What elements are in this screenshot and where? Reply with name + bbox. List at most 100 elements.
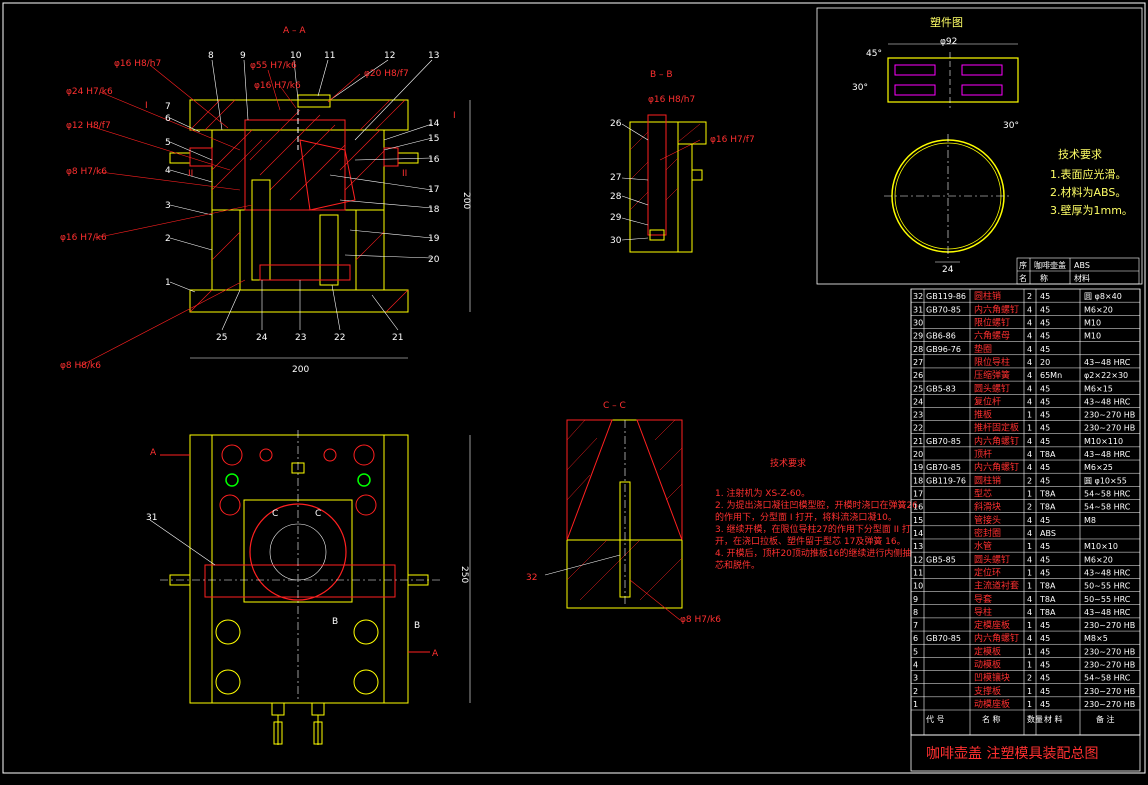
bom-cell-material: ABS	[1040, 529, 1056, 538]
fit-label-7: φ55 H7/k6	[250, 61, 297, 71]
bom-cell-name: 顶杆	[974, 448, 992, 460]
bom-cell-name: 水管	[974, 540, 992, 552]
bb-balloon-27: 27	[610, 173, 621, 183]
tech-req-7: 芯和脱件。	[715, 559, 760, 571]
bom-cell-remark: 50~55 HRC	[1084, 595, 1131, 604]
bom-cell-name: 密封圈	[974, 527, 1001, 539]
bom-cell-qty: 4	[1027, 595, 1032, 604]
bom-cell-remark: 230~270 HB	[1084, 687, 1135, 696]
bom-cell-name: 型芯	[974, 488, 992, 500]
bom-cell-code: GB5-85	[926, 555, 956, 564]
bom-cell-material: 45	[1040, 411, 1050, 420]
bom-cell-no: 18	[913, 476, 923, 485]
bom-cell-name: 内六角螺钉	[974, 461, 1019, 473]
bom-cell-name: 圆柱销	[974, 290, 1001, 302]
bom-cell-no: 31	[913, 305, 923, 314]
bom-cell-code: GB5-83	[926, 384, 956, 393]
tech-req-2: 2. 为提出浇口凝往凹模型腔，开模时浇口在弹簧26	[715, 499, 918, 511]
bom-cell-no: 2	[913, 687, 918, 696]
bom-cell-remark: 43~48 HRC	[1084, 568, 1131, 577]
plan-mark-a-bottom: A	[432, 649, 439, 659]
bom-cell-remark: 43~48 HRC	[1084, 608, 1131, 617]
bom-cell-material: 45	[1040, 700, 1050, 709]
bom-cell-material: 45	[1040, 384, 1050, 393]
bom-cell-qty: 2	[1027, 476, 1032, 485]
part-name-label-2: 名	[1019, 273, 1027, 283]
bom-cell-qty: 4	[1027, 345, 1032, 354]
bom-cell-qty: 2	[1027, 674, 1032, 683]
section-cc-view: C – C 32	[526, 401, 683, 621]
plan-mark-c-left: C	[272, 509, 278, 519]
bom-cell-remark: 50~55 HRC	[1084, 582, 1131, 591]
bom-cell-material: 45	[1040, 476, 1050, 485]
bom-cell-no: 29	[913, 332, 923, 341]
bom-cell-no: 13	[913, 542, 923, 551]
bom-cell-code: GB6-86	[926, 332, 956, 341]
bom-cell-material: 45	[1040, 345, 1050, 354]
section-bb-view: B – B 26 27 28 29 30	[610, 70, 707, 253]
bom-cell-name: 凹模镶块	[974, 672, 1010, 684]
bom-cell-qty: 2	[1027, 292, 1032, 301]
bom-cell-qty: 4	[1027, 371, 1032, 380]
bom-cell-name: 限位导柱	[974, 356, 1010, 368]
bom-cell-material: 45	[1040, 621, 1050, 630]
bom-cell-material: 45	[1040, 542, 1050, 551]
bom-cell-qty: 4	[1027, 384, 1032, 393]
tech-req-5: 开，在浇口拉板、塑件留于型芯 17及弹簧 16。	[715, 535, 906, 547]
part-name-value: 咖啡壶盖	[1034, 260, 1066, 270]
bom-cell-remark: 230~270 HB	[1084, 647, 1135, 656]
bom-cell-code: GB70-85	[926, 305, 961, 314]
bom-cell-material: 45	[1040, 463, 1050, 472]
bom-cell-qty: 4	[1027, 516, 1032, 525]
title-block	[910, 734, 1141, 772]
bom-cell-qty: 4	[1027, 450, 1032, 459]
part-material-label: 材料	[1074, 273, 1090, 283]
bom-cell-no: 4	[913, 661, 918, 670]
part-note-2: 2.材料为ABS。	[1050, 185, 1126, 199]
bom-cell-material: T8A	[1039, 490, 1056, 499]
bom-cell-no: 7	[913, 621, 918, 630]
bom-cell-no: 14	[913, 529, 923, 538]
plan-balloon-31: 31	[146, 513, 157, 523]
bom-cell-qty: 4	[1027, 555, 1032, 564]
bom-cell-remark: 54~58 HRC	[1084, 674, 1131, 683]
bom-cell-name: 圆柱销	[974, 474, 1001, 486]
bom-cell-material: 45	[1040, 305, 1050, 314]
fit-label-4: φ8 H7/k6	[66, 167, 107, 177]
bom-cell-remark: 圆 φ10×55	[1084, 476, 1127, 485]
balloon-6: 6	[165, 114, 171, 124]
bom-cell-qty: 1	[1027, 621, 1032, 630]
bom-header-name: 名 称	[982, 714, 1001, 724]
bom-cell-qty: 4	[1027, 397, 1032, 406]
bom-cell-no: 20	[913, 450, 923, 459]
bom-cell-remark: 230~270 HB	[1084, 661, 1135, 670]
bom-cell-qty: 1	[1027, 490, 1032, 499]
bom-cell-no: 19	[913, 463, 923, 472]
section-mark-ii-left: II	[188, 169, 193, 179]
bom-cell-qty: 1	[1027, 424, 1032, 433]
bom-cell-material: 45	[1040, 674, 1050, 683]
bom-cell-name: 动模座板	[974, 698, 1010, 710]
bom-cell-code: GB70-85	[926, 437, 961, 446]
bom-cell-remark: φ2×22×30	[1084, 371, 1128, 380]
bom-cell-qty: 1	[1027, 411, 1032, 420]
bom-cell-code: GB70-85	[926, 463, 961, 472]
bom-cell-material: 45	[1040, 568, 1050, 577]
tech-req-3: 的作用下，分型面 I 打开，将料流浇口凝10。	[715, 511, 897, 523]
bom-cell-material: 45	[1040, 516, 1050, 525]
bom-cell-material: 45	[1040, 437, 1050, 446]
bom-cell-code: GB70-85	[926, 634, 961, 643]
fit-label-10: φ16 H7/f7	[710, 135, 755, 145]
balloon-19: 19	[428, 234, 440, 244]
bom-cell-remark: M10×10	[1084, 542, 1118, 551]
bom-cell-no: 32	[913, 292, 923, 301]
bb-balloon-29: 29	[610, 213, 622, 223]
bom-cell-material: T8A	[1039, 595, 1056, 604]
bom-cell-name: 垫圈	[974, 343, 992, 355]
bom-cell-name: 压缩弹簧	[974, 369, 1010, 381]
bom-cell-remark: 43~48 HRC	[1084, 397, 1131, 406]
bom-cell-remark: 43~48 HRC	[1084, 450, 1131, 459]
bom-cell-no: 21	[913, 437, 923, 446]
bom-cell-remark: M10	[1084, 332, 1101, 341]
balloon-24: 24	[256, 333, 268, 343]
